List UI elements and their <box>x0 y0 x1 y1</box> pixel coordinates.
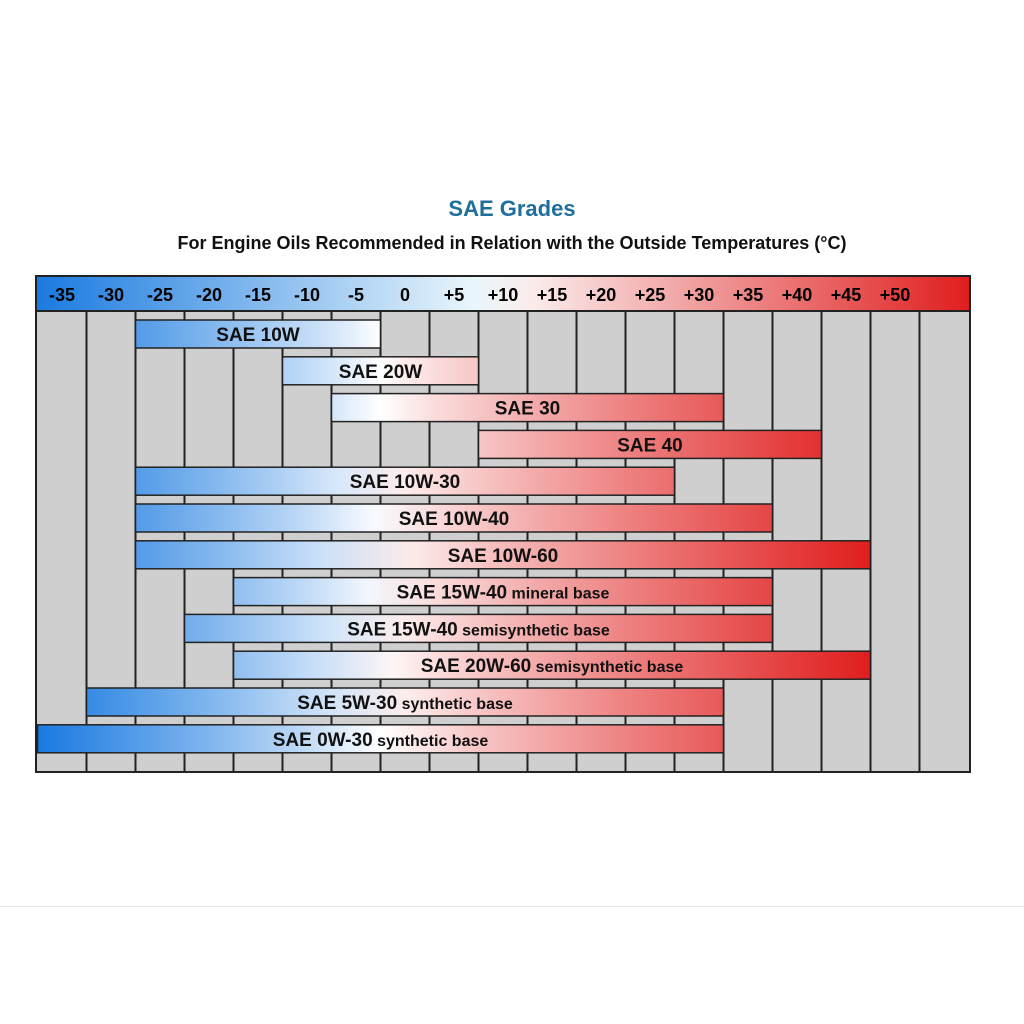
bar-sae-0w-30 <box>36 724 725 754</box>
x-tick-label: -10 <box>294 285 320 305</box>
bar-sae-10w-30 <box>134 466 676 496</box>
bar-label: SAE 10W <box>216 325 299 346</box>
bar-label: SAE 15W-40 semisynthetic base <box>347 619 610 640</box>
tick-labels: -35 -30 -25 -20 -15 -10 -5 0 +5 +10 +15 +20 +25 +30 +3… <box>49 285 910 305</box>
bar-sae-10w <box>134 319 382 349</box>
bar-sae-20w-60 <box>232 650 872 680</box>
bar-sae-40 <box>477 429 823 460</box>
x-tick-label: +35 <box>733 285 764 305</box>
x-tick-label: -30 <box>98 285 124 305</box>
bar-label: SAE 15W-40 mineral base <box>397 583 610 604</box>
x-tick-label: +5 <box>444 285 465 305</box>
bar-label: SAE 20W-60 semisynthetic base <box>421 656 684 677</box>
chart-subtitle: For Engine Oils Recommended in Relation … <box>177 233 847 253</box>
x-tick-label: +30 <box>684 285 715 305</box>
x-tick-label: -15 <box>245 285 271 305</box>
bar-label: SAE 0W-30 synthetic base <box>273 730 489 751</box>
x-tick-label: +20 <box>586 285 617 305</box>
bar-sae-10w-60 <box>134 540 872 570</box>
x-tick-label: -5 <box>348 285 364 305</box>
bar-sae-15w-40 <box>183 613 774 644</box>
x-tick-label: +15 <box>537 285 568 305</box>
bar-sae-30 <box>330 392 725 423</box>
bar-label: SAE 30 <box>495 399 560 420</box>
bar-sae-20w <box>281 356 480 386</box>
x-tick-label: +45 <box>831 285 862 305</box>
bar-sae-5w-30 <box>85 687 725 717</box>
x-tick-label: +25 <box>635 285 666 305</box>
bars: SAE 10W SAE 20W SAE 30 SAE 40 SAE 10W-30SAE … <box>36 319 872 754</box>
x-tick-label: +10 <box>488 285 519 305</box>
bar-label: SAE 10W-60 <box>448 546 559 567</box>
bar-label: SAE 10W-40 <box>399 509 510 530</box>
x-tick-label: +40 <box>782 285 813 305</box>
bar-sae-15w-40 <box>232 576 774 607</box>
bar-label: SAE 20W <box>339 362 422 383</box>
x-tick-label: -20 <box>196 285 222 305</box>
divider <box>0 906 1024 907</box>
x-tick-label: 0 <box>400 285 410 305</box>
x-tick-label: -25 <box>147 285 173 305</box>
bar-label: SAE 10W-30 <box>350 472 461 493</box>
bar-sae-10w-40 <box>134 503 774 533</box>
x-tick-label: -35 <box>49 285 75 305</box>
chart-title: SAE Grades <box>448 196 576 221</box>
bar-label: SAE 5W-30 synthetic base <box>297 693 513 714</box>
temperature-scale-band <box>35 275 971 312</box>
x-tick-label: +50 <box>880 285 911 305</box>
bar-label: SAE 40 <box>617 435 682 456</box>
